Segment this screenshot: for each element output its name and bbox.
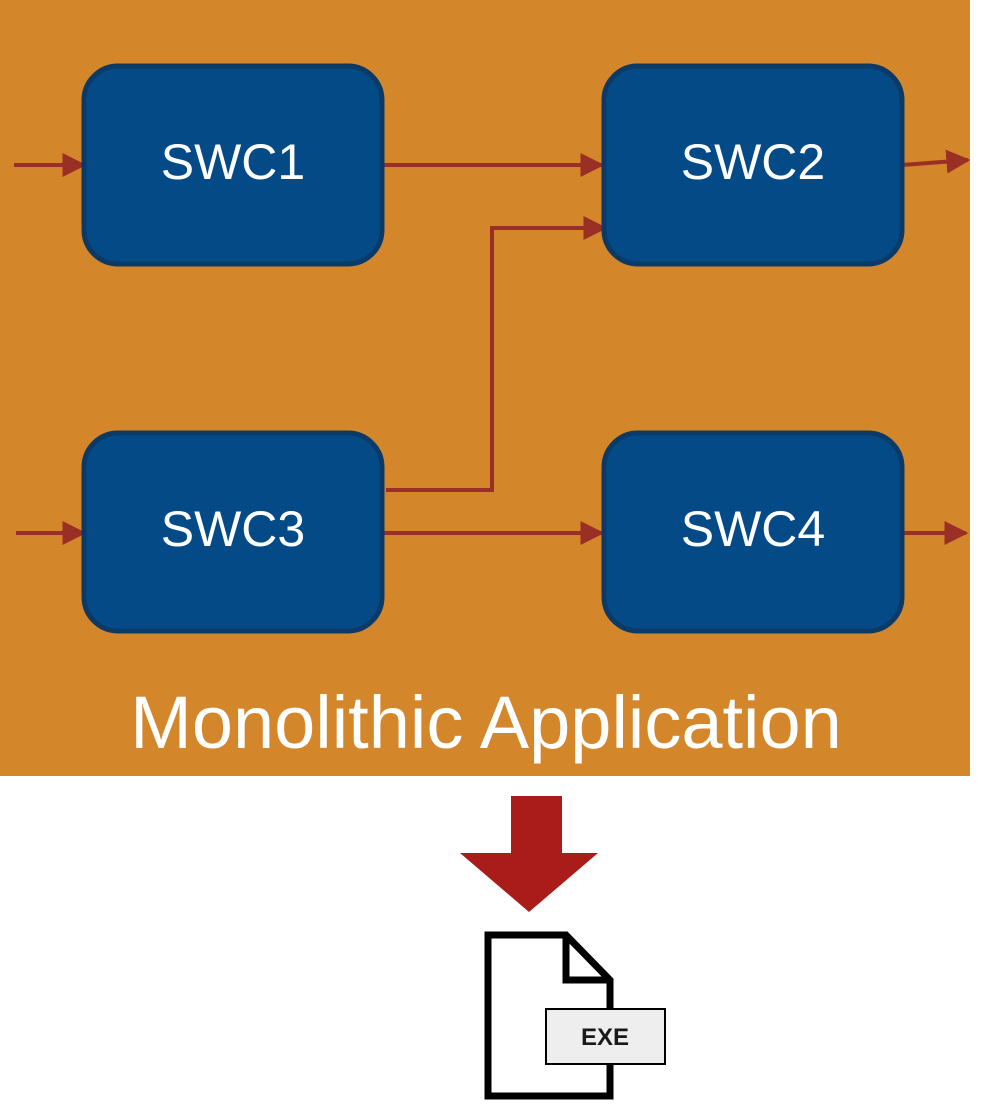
deploy-arrow-icon [460,796,598,912]
swc3-to-swc2-arrow [386,216,608,492]
component-swc2[interactable]: SWC2 [601,63,905,267]
exe-tag-label: EXE [581,1024,629,1051]
component-swc1-box [81,63,385,267]
file-folded-corner [562,935,610,984]
component-swc3[interactable]: SWC3 [81,430,385,634]
exe-tag [545,1008,666,1065]
component-swc3-label: SWC3 [161,501,305,557]
component-swc3-box [81,430,385,634]
swc2-output-arrow [901,149,971,174]
component-swc4-label: SWC4 [681,501,825,557]
executable-file-icon: EXE [484,931,666,1100]
component-swc1[interactable]: SWC1 [81,63,385,267]
component-swc4[interactable]: SWC4 [601,430,905,634]
application-title: Monolithic Application [130,681,842,764]
component-swc4-box [601,430,905,634]
signal-connections [14,149,971,545]
component-swc2-box [601,63,905,267]
component-swc1-label: SWC1 [161,134,305,190]
component-swc2-label: SWC2 [681,134,825,190]
